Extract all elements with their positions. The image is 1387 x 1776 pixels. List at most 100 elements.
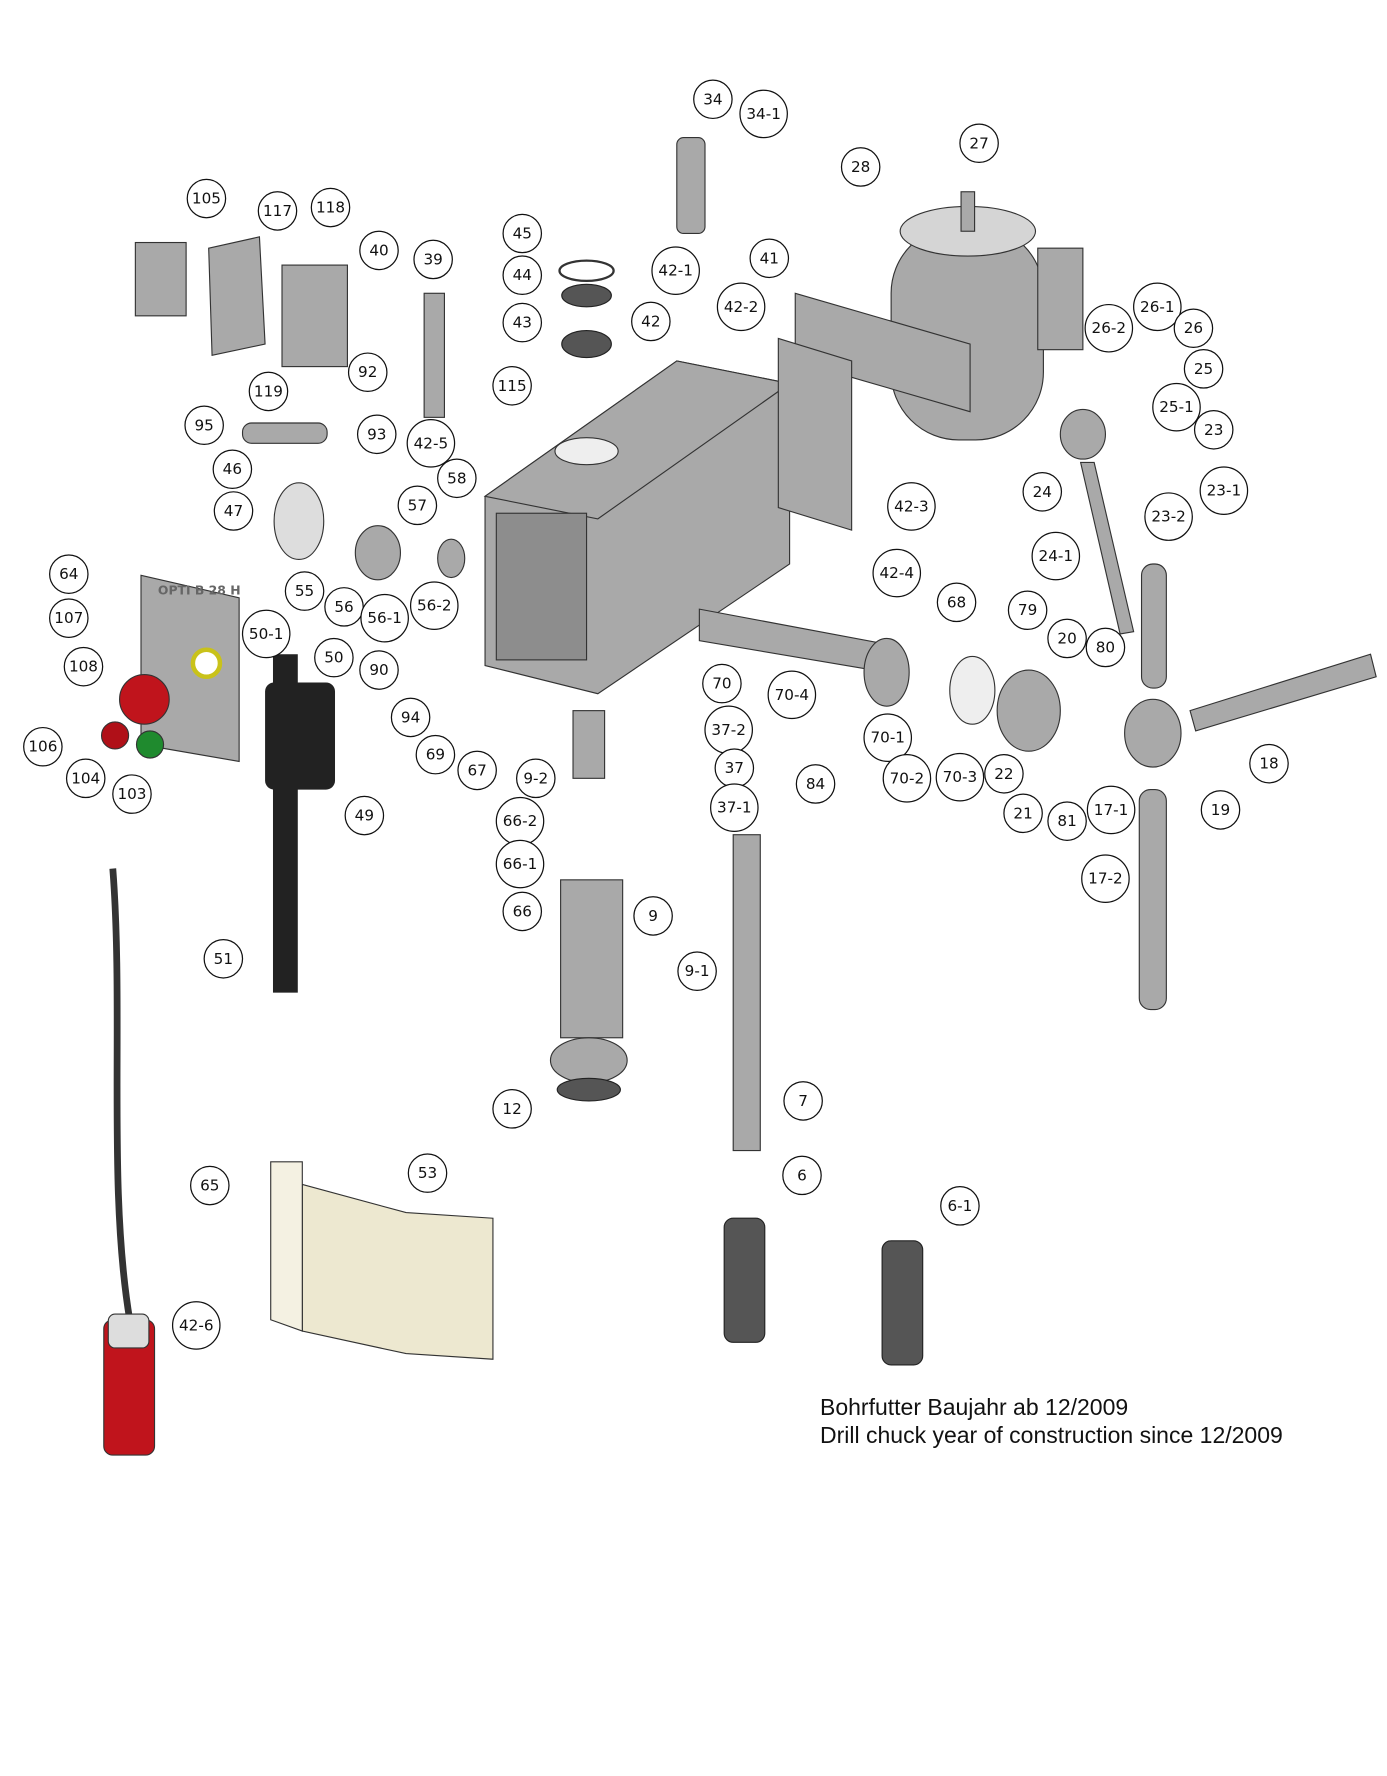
callout-label: 42-3	[894, 497, 929, 515]
callout-106: 106	[23, 726, 63, 767]
quill-flange	[549, 1037, 628, 1084]
indicator-ring	[190, 647, 223, 680]
cover-plate	[777, 337, 853, 531]
callout-label: 69	[426, 746, 445, 764]
callout-circle	[767, 670, 817, 720]
handle-knob	[1140, 563, 1167, 689]
callout-circle	[495, 839, 545, 889]
callout-circle	[677, 951, 717, 992]
callout-label: 19	[1211, 801, 1230, 819]
callout-84: 84	[795, 764, 836, 804]
callout-label: 66-2	[503, 812, 538, 830]
callout-circle	[1084, 303, 1134, 353]
callout-55: 55	[284, 571, 325, 611]
callout-label: 6-1	[947, 1197, 972, 1215]
callout-label: 18	[1259, 755, 1278, 773]
callout-circle	[63, 646, 104, 687]
callout-circle	[872, 548, 922, 598]
callout-circle	[359, 230, 399, 271]
callout-circle	[1144, 492, 1193, 541]
callout-label: 45	[513, 224, 532, 242]
chuck-guard-53	[301, 1183, 494, 1360]
callout-68: 68	[936, 582, 977, 623]
panel-label: OPTI B 28 H	[158, 582, 241, 597]
callout-57: 57	[397, 485, 438, 526]
callout-label: 42-2	[724, 298, 759, 316]
callout-42-5: 42-5	[406, 418, 456, 468]
callout-label: 55	[295, 582, 314, 600]
callout-label: 41	[760, 249, 779, 267]
handle-17	[1189, 653, 1377, 732]
callout-70-1: 70-1	[863, 713, 913, 763]
callout-circle	[716, 282, 766, 332]
callout-circle	[212, 449, 253, 490]
switch-105	[134, 241, 187, 317]
callout-label: 40	[369, 241, 388, 259]
callout-42-3: 42-3	[887, 482, 936, 531]
head-housing	[483, 360, 791, 695]
callout-81: 81	[1047, 801, 1087, 841]
callout-label: 119	[254, 382, 283, 400]
frame-117	[208, 236, 266, 357]
callout-label: 56-2	[417, 597, 452, 615]
callout-label: 105	[192, 190, 221, 208]
cover-47	[273, 482, 325, 561]
callout-circle	[782, 1155, 822, 1196]
callout-label: 42-1	[658, 262, 693, 280]
callout-circle	[1199, 466, 1249, 515]
callout-circle	[409, 581, 459, 631]
callout-17-1: 17-1	[1086, 785, 1136, 835]
callout-45: 45	[502, 213, 543, 254]
callout-label: 90	[369, 661, 388, 679]
chuck-6-1	[881, 1240, 924, 1366]
note-german: Bohrfutter Baujahr ab 12/2009	[820, 1394, 1129, 1420]
rod-24-1	[1079, 461, 1135, 635]
callout-40: 40	[359, 230, 399, 271]
callout-circle	[347, 352, 388, 393]
callout-circle	[248, 371, 289, 412]
callout-label: 57	[408, 496, 427, 514]
power-cable	[109, 868, 134, 1321]
callout-label: 34-1	[746, 105, 781, 123]
callout-18: 18	[1249, 743, 1289, 784]
callout-label: 24-1	[1039, 547, 1074, 565]
callout-circle	[390, 697, 431, 738]
callout-circle	[502, 302, 543, 343]
callout-6: 6	[782, 1155, 822, 1196]
callout-108: 108	[63, 646, 104, 687]
callout-39: 39	[413, 239, 453, 280]
callout-label: 47	[224, 502, 243, 520]
callout-label: 12	[502, 1100, 521, 1118]
callout-37: 37	[714, 748, 755, 788]
callout-label: 70	[712, 675, 731, 693]
callout-47: 47	[213, 491, 254, 531]
callout-circle	[783, 1081, 823, 1121]
callout-circle	[1173, 308, 1214, 349]
callout-37-1: 37-1	[710, 783, 759, 832]
callout-23-2: 23-2	[1144, 492, 1193, 541]
callout-circle	[213, 491, 254, 531]
callout-label: 93	[367, 425, 386, 443]
note-english: Drill chuck year of construction since 1…	[820, 1422, 1283, 1448]
callout-26-1: 26-1	[1133, 282, 1182, 332]
callout-circle	[1152, 382, 1201, 432]
callout-50-1: 50-1	[241, 609, 291, 659]
callout-label: 26	[1184, 319, 1203, 337]
callout-circle	[502, 891, 543, 932]
plug-cap	[107, 1313, 150, 1349]
callout-66-2: 66-2	[495, 796, 545, 846]
motor-plate	[794, 292, 971, 413]
callout-22: 22	[984, 754, 1024, 794]
callout-circle	[633, 896, 673, 936]
callout-circle	[406, 418, 456, 468]
callout-label: 43	[513, 314, 532, 332]
callout-51: 51	[203, 939, 244, 979]
callout-circle	[693, 79, 733, 120]
callout-23-1: 23-1	[1199, 466, 1249, 515]
callout-label: 24	[1033, 483, 1052, 501]
callout-circle	[739, 89, 788, 139]
hub-56	[354, 525, 402, 581]
hub-21	[996, 669, 1061, 752]
callout-circle	[502, 213, 543, 254]
